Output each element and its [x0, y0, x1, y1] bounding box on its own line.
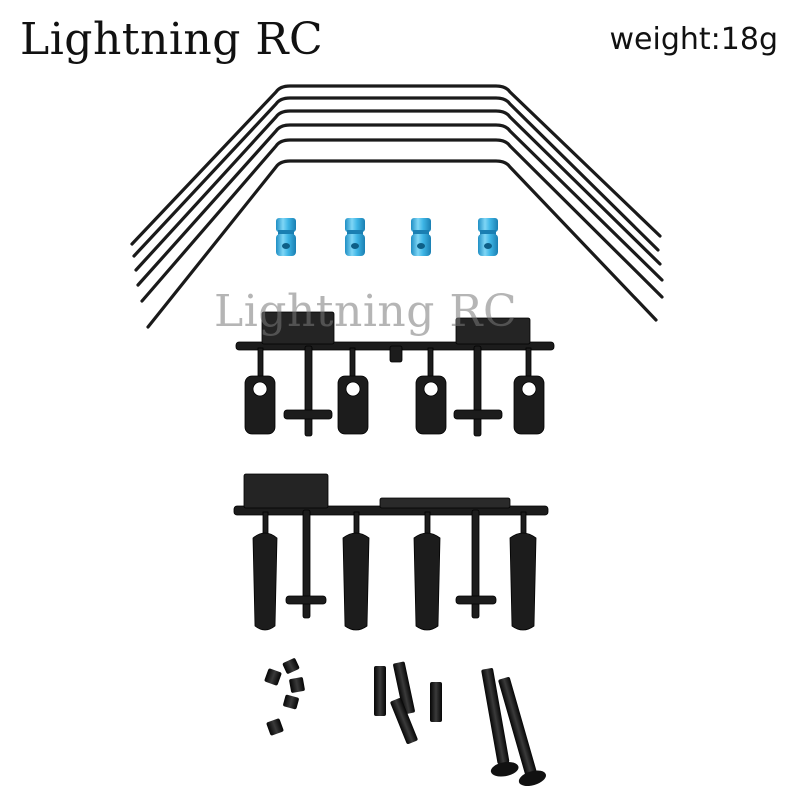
long-ball-cup	[342, 511, 370, 631]
watermark-text: Lightning RC	[214, 286, 518, 337]
grub-screw	[374, 666, 386, 716]
ball-cup	[244, 347, 276, 435]
t-pin	[285, 509, 327, 619]
set-screw	[289, 677, 305, 693]
long-ball-cup	[252, 511, 278, 631]
weight-label: weight:18g	[609, 22, 778, 57]
ball-stud	[411, 218, 431, 256]
ball-cup	[415, 347, 447, 435]
grub-screw	[390, 698, 418, 744]
ball-stud	[478, 218, 498, 256]
t-pin	[455, 509, 497, 619]
screws	[264, 658, 546, 787]
ball-stud	[276, 218, 296, 256]
blue-ball-studs	[276, 218, 498, 256]
ball-cup	[337, 347, 369, 435]
long-ball-cup	[509, 511, 537, 631]
grub-screw	[430, 682, 442, 722]
t-pin	[283, 345, 333, 437]
t-pin	[453, 345, 503, 437]
ball-stud	[345, 218, 365, 256]
sway-bar-wires	[130, 84, 664, 329]
button-head-bolt	[481, 668, 519, 777]
set-screw	[264, 668, 282, 686]
upper-sprue	[235, 311, 555, 437]
brand-title: Lightning RC	[20, 14, 324, 65]
long-ball-cup	[413, 511, 441, 631]
grub-screw	[393, 661, 415, 715]
set-screw	[283, 694, 299, 710]
lower-sprue	[233, 473, 549, 631]
set-screw	[282, 658, 300, 674]
set-screw	[266, 718, 284, 736]
ball-cup	[513, 347, 545, 435]
button-head-bolt	[498, 677, 546, 787]
